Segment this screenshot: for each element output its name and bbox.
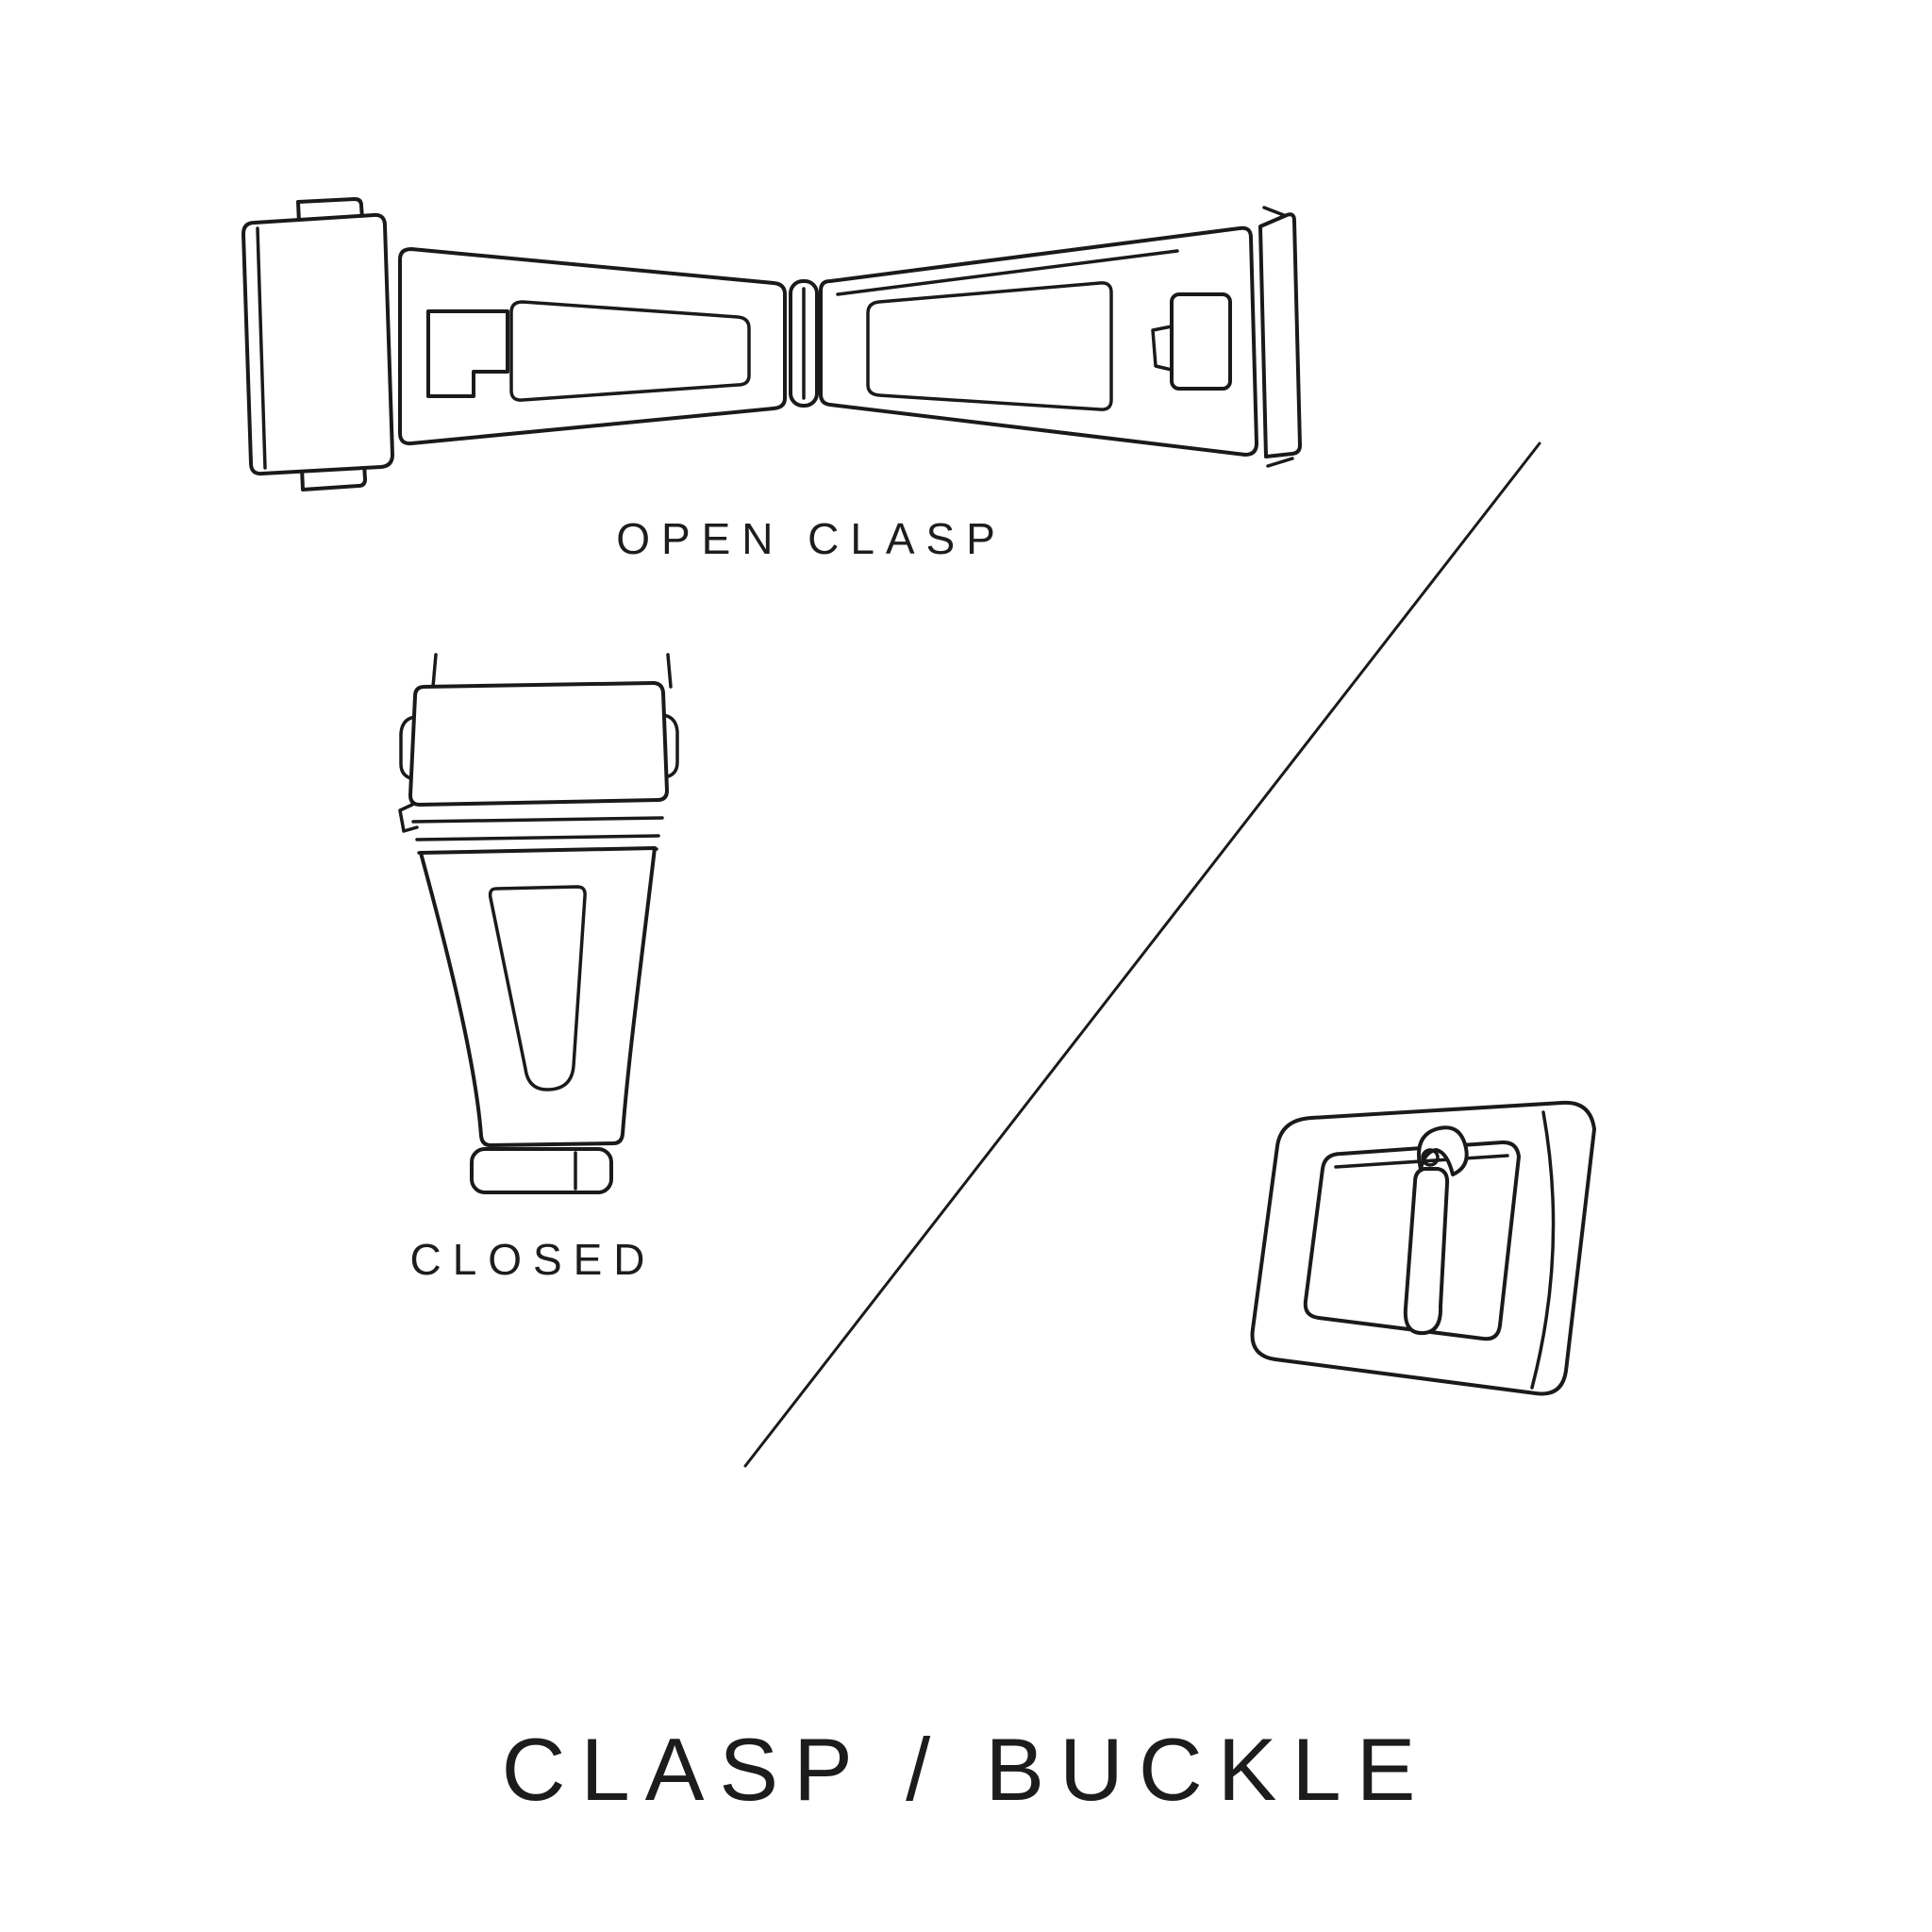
open-clasp-illustration [226,175,1302,496]
page-title: CLASP / BUCKLE [501,1720,1431,1819]
open-clasp-label: OPEN CLASP [616,514,1007,563]
closed-clasp-illustration [396,651,708,1208]
tang-buckle-illustration [1217,1071,1651,1439]
closed-clasp-label: CLOSED [409,1235,657,1284]
diagonal-divider-line [726,425,1557,1481]
